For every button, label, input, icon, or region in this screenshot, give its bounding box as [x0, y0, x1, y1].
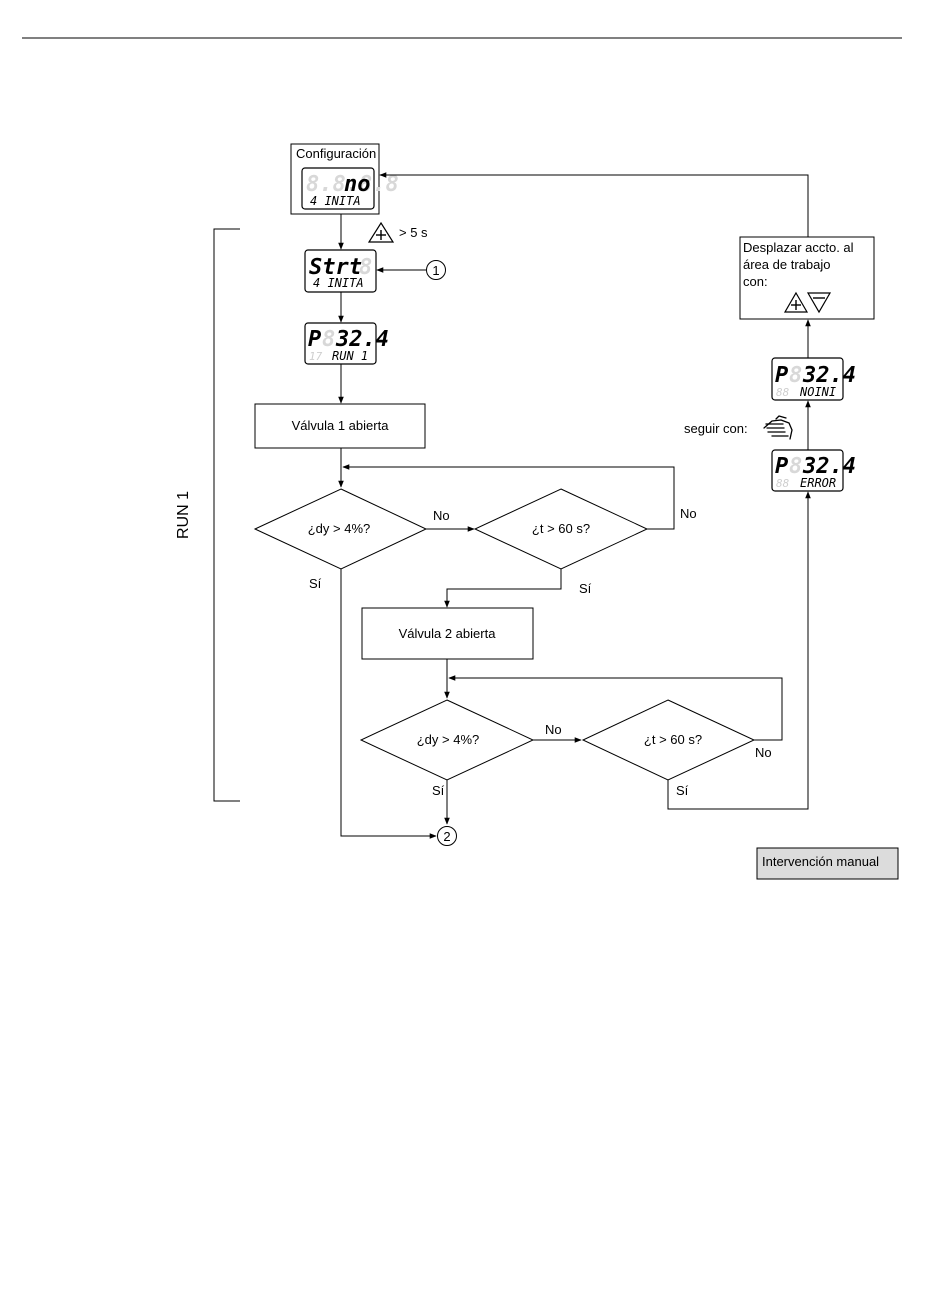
decision2-label: ¿t > 60 s? [532, 521, 590, 536]
configuracion-box: Configuración 8.8.8.8 no 4 INITA [291, 144, 399, 214]
run1-label: RUN 1 [175, 491, 192, 539]
error-lcd: P 8 32.4 88 ERROR [772, 450, 856, 491]
strt-lcd: Strt 8 4 INITA [305, 250, 376, 292]
noini-lcd-bottom-dim: 88 [776, 386, 790, 399]
configuracion-title: Configuración [296, 146, 376, 161]
error-lcd-bottom-dim: 88 [776, 477, 790, 490]
configuracion-lcd: 8.8.8.8 no 4 INITA [302, 168, 399, 209]
connector-2: 2 [438, 827, 457, 846]
desplazar-line1: Desplazar accto. al [743, 240, 854, 255]
run1-lcd-bottom: RUN 1 [332, 349, 368, 363]
valvula2-box: Válvula 2 abierta [362, 608, 533, 659]
decision3-no-label: No [545, 722, 562, 737]
decision4-si-label: Sí [676, 783, 689, 798]
noini-lcd-bottom: NOINI [799, 385, 836, 399]
connector-1-label: 1 [432, 263, 439, 278]
configuracion-lcd-bottom: 4 INITA [310, 194, 361, 208]
decision2-si-label: Sí [579, 581, 592, 596]
legend-label: Intervención manual [762, 854, 879, 869]
run1-bracket [214, 229, 240, 801]
error-lcd-bottom: ERROR [800, 476, 836, 490]
strt-lcd-bottom: 4 INITA [313, 276, 364, 290]
desplazar-box: Desplazar accto. al área de trabajo con: [740, 237, 874, 319]
decision1-diamond: ¿dy > 4%? [255, 489, 426, 569]
decision2-diamond: ¿t > 60 s? [475, 489, 647, 569]
key-plus-label: > 5 s [399, 225, 428, 240]
arrow-desplazar-config [380, 175, 808, 237]
plus-key-icon [369, 223, 393, 242]
run1-lcd-p: P [308, 327, 321, 352]
decision2-no-label: No [680, 506, 697, 521]
decision3-diamond: ¿dy > 4%? [361, 700, 533, 780]
connector-1: 1 [427, 261, 446, 280]
valvula2-label: Válvula 2 abierta [399, 626, 497, 641]
decision1-no-label: No [433, 508, 450, 523]
seguir-con-label: seguir con: [684, 421, 748, 436]
decision3-si-label: Sí [432, 783, 445, 798]
desplazar-line3: con: [743, 274, 768, 289]
valvula1-label: Válvula 1 abierta [292, 418, 390, 433]
decision1-label: ¿dy > 4%? [308, 521, 371, 536]
connector-2-label: 2 [443, 829, 450, 844]
decision4-label: ¿t > 60 s? [644, 732, 702, 747]
decision4-no-label: No [755, 745, 772, 760]
desplazar-line2: área de trabajo [743, 257, 830, 272]
hand-icon [764, 416, 792, 439]
legend-manual-intervention: Intervención manual [757, 848, 898, 879]
decision1-si-label: Sí [309, 576, 322, 591]
noini-lcd: P 8 32.4 88 NOINI [772, 358, 856, 400]
run1-lcd: P 8 32.4 17 RUN 1 [305, 323, 389, 364]
error-lcd-p: P [775, 454, 788, 479]
noini-lcd-p: P [775, 363, 788, 388]
decision4-diamond: ¿t > 60 s? [583, 700, 754, 780]
decision3-label: ¿dy > 4%? [417, 732, 480, 747]
arrow-decision2-si [447, 569, 561, 607]
run1-lcd-prefix: 17 [309, 350, 323, 363]
valvula1-box: Válvula 1 abierta [255, 404, 425, 448]
